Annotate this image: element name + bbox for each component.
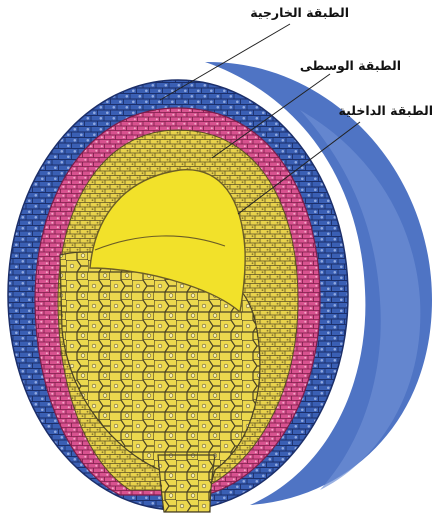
- label-middle-layer: الطبقة الوسطى: [300, 58, 401, 74]
- label-outer-layer: الطبقة الخارجية: [250, 5, 349, 21]
- label-inner-layer: الطبقة الداخلية: [339, 103, 433, 119]
- stalk: [158, 455, 215, 512]
